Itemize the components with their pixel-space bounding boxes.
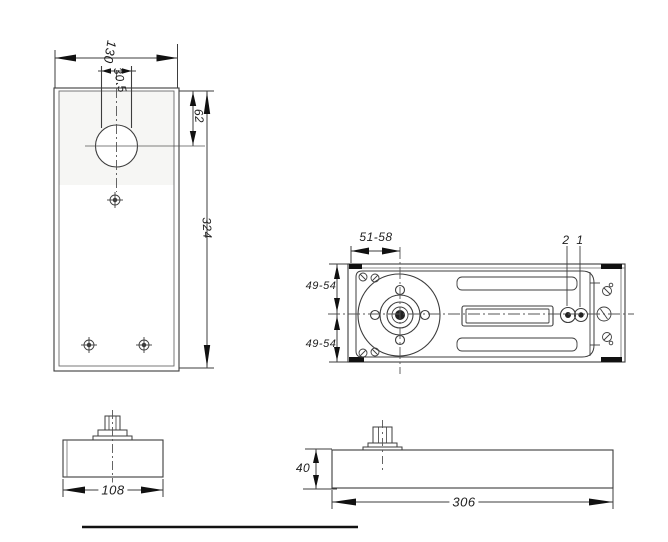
- dim-324-lines: [179, 91, 214, 369]
- dim-body-axis-lower: 49-54: [305, 338, 337, 350]
- valve-label-2: 2: [562, 233, 570, 247]
- body-plan-view: [328, 246, 634, 374]
- dim-62-lines: [179, 90, 214, 146]
- cover-plate-top-view: [53, 44, 214, 372]
- dim-body-length: 306: [449, 494, 479, 510]
- dim-130-lines: [54, 44, 178, 88]
- valve-label-1: 1: [576, 233, 584, 247]
- dim-cover-width: 108: [98, 482, 128, 498]
- left-corner-screws: [358, 272, 380, 358]
- dim-plate-spindle-offset: 62: [191, 108, 207, 124]
- adjust-slot: [461, 305, 554, 327]
- dim-40-lines: [303, 448, 337, 490]
- dim-body-height: 40: [295, 461, 311, 475]
- dim-51-58-lines: [350, 246, 400, 263]
- screw-hole-marks: [81, 192, 152, 353]
- dim-body-axis-upper: 49-54: [305, 280, 337, 292]
- cover-end-view: [62, 410, 164, 497]
- dim-body-spindle-distance: 51-58: [359, 230, 393, 244]
- body-side-view: [303, 420, 614, 509]
- dim-30-5-lines: [98, 68, 136, 74]
- regulating-valves: [559, 306, 589, 324]
- dim-plate-length: 324: [199, 216, 215, 240]
- dim-49-54-lines: [329, 263, 348, 363]
